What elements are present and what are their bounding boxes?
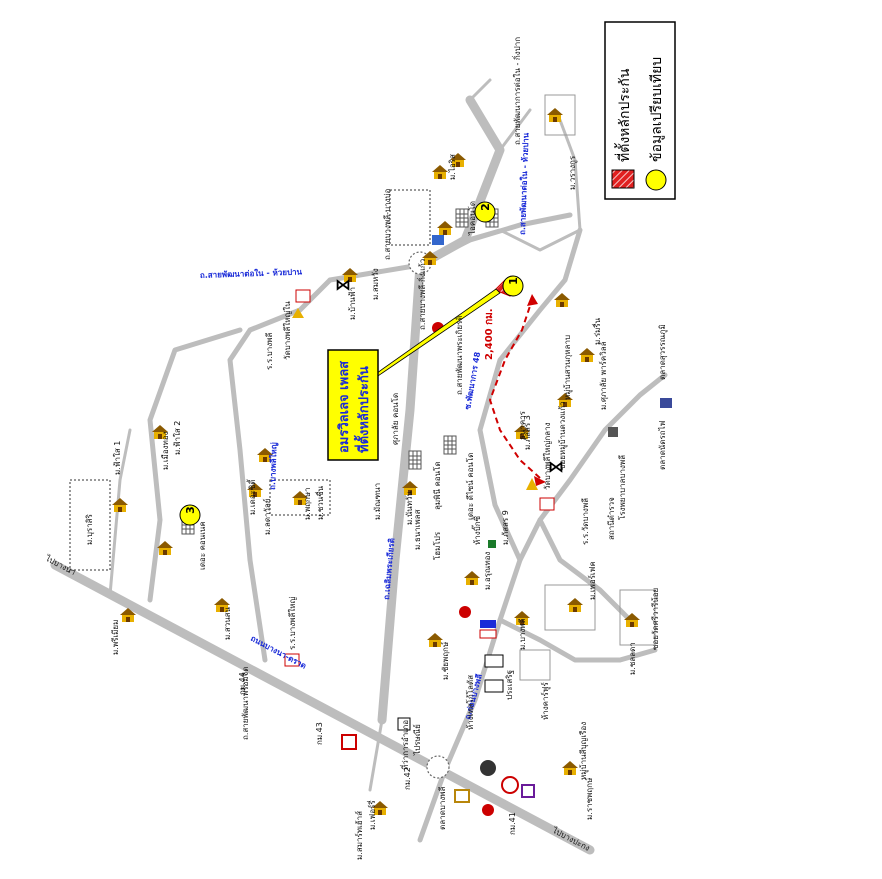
legend-comparison-swatch [645,169,667,191]
place-label: ห้างบิ๊กซี [471,515,482,545]
road-label-local-1: ถ.สายพัฒนาการต่อใน - กิ่งปาก [511,37,522,145]
callout-line2: ที่ตั้งหลักประกัน [353,366,372,453]
comparison-marker-3: 3 [179,504,201,526]
place-label: ม.ฟ้าใส 1 [113,441,122,475]
legend-label-comparison: ข้อมูลเปรียบเทียบ [649,57,665,162]
place-label: ม.บางพลี [518,618,527,650]
place-label: ม.ไอริส [448,154,457,180]
place-label: ม.พรีเมียม [111,620,120,655]
place-label: ห้างคาร์ฟูร์ [540,682,551,720]
place-label: ตลาดบางพลี [438,786,447,830]
road-label-huai-kwang: ถ.สายพัฒนาพระเกิยรติ [455,315,464,395]
road-label-to-bangpakong: ไปบางปะกง [550,825,591,853]
road-label-t-sapan: ถ.สายพัฒนาพร้อมจิต [241,667,250,740]
place-label: กม.43 [315,722,324,745]
place-label: ม.อรุณทอง [483,552,492,590]
place-label: ม.สวนสน [223,606,232,640]
svg-text:⋈: ⋈ [335,275,351,294]
callout-line1: อมรวิลเลจ เพลส [337,361,352,453]
place-label: ม.ศุภาลัย พาร์ควิลล์ [598,341,608,410]
place-label: ม.ฟ้าใส 2 [173,421,182,455]
place-label: ม.ลดาวัลย์ [262,499,272,536]
place-label: วัดบางพลีใหญ่กลาง [543,422,552,490]
place-label: โรงพยาบาลบางพลี [617,455,627,520]
legend: ที่ตั้งหลักประกัน ข้อมูลเปรียบเทียบ [604,21,676,200]
place-labels: ม.ศุภาลัย พาร์ควิลล์ ม.ร่มรื่น ม.บ้านฟ้า… [85,154,668,860]
place-label: กม.41 [508,812,517,835]
place-label: ซอยหมู่บ้านดวงแก้ว [558,401,568,470]
road-label-bangna-trad: ถนนบางนา-ตราด [249,634,308,671]
place-label: ม.นันทวัน [405,490,414,525]
place-label: ม.เมืองทอง [161,431,170,470]
place-label: โฮมโปร [432,531,442,560]
place-label: ธนาคาร [518,410,527,440]
place-label: วัดบางพลีใหญ่ใน [283,301,292,360]
place-label: ม.มัณฑนา [373,483,382,520]
marker-number: 1 [507,277,520,285]
place-label: ม.เฟอร์รี่ [366,800,377,830]
place-label: ลุมพินี คอนโด [432,461,442,510]
place-label: ร.ร.บางพลีใหญ่ [288,596,297,650]
svg-text:⋈: ⋈ [548,457,564,476]
legend-label-subject: ที่ตั้งหลักประกัน [614,68,633,162]
road-network [50,78,668,855]
place-label: ม.ร่มรื่น [591,317,602,345]
place-label: ม.บ้านฟ้า [348,287,357,320]
place-label: เดอะ คอนเนค [198,521,207,570]
road-label-local-2: ถ.สายพัฒนาต่อใน - ห้วยปาน [200,266,303,280]
place-label: ม.ภัสสร 3 [523,415,532,450]
marker-number: 2 [479,203,492,211]
distance-path [488,299,541,479]
place-label: กม.42 [403,767,412,790]
legend-subject-swatch [611,169,635,189]
road-label-t-sainam: ถ.สายบางพลี-กิ่งแก้ว [416,259,427,330]
place-label: ที่ว่าการอำเภอ [399,720,410,770]
road-label-bang-phli-yai: ถ.บางพลีใหญ่ [267,442,280,490]
place-label: ร.ร.วัดบางพลี [581,498,590,545]
road-label-to-bangna: ไปบางนา [43,553,77,577]
place-label: ตลาดนัดรถไฟ [658,420,667,470]
place-label: ตลาดสุวรรณภูมิ [658,324,668,380]
place-label: ม.ชัยพฤกษ์ [440,642,450,680]
poi-icons: ⋈ ⋈ [284,235,672,816]
place-label: ม.ธนาเพลส [413,509,422,550]
place-label: ม.สมาร์ทเฮ้าส์ [354,811,364,860]
place-label: ไปรษณีย์ [412,724,422,756]
place-label: ม.เพอร์เฟค [587,561,597,600]
place-label: หมู่บ้านสีบุญเรือง [579,722,589,780]
place-label: ม.ราชพฤกษ์ [584,778,594,820]
place-label: ห้างเทสโก้โลตัส [465,675,475,730]
road-label-soi-45: ซ.พัฒนาการ 48 [463,351,482,411]
roundabout-south [426,755,450,779]
place-label: ไอคอนโด [467,201,477,236]
road-label-local-3: ถ.สายพัฒนาต่อใน - ห้วยปาน [517,132,531,235]
comparison-marker-2: 2 [474,201,496,223]
subject-callout: อมรวิลเลจ เพลส ที่ตั้งหลักประกัน [327,349,379,461]
place-label: เดอะ ดีไซน์ คอนโด [465,453,475,520]
place-label: ม.ชลลดา [628,642,637,675]
place-label: ม.ชวนชื่น [314,485,325,520]
place-label: ม.ภัสสร 9 [501,510,510,545]
place-label: หมู่บ้านสวนกุหลาบ [563,335,573,400]
place-label: ม.พฤกษา [303,487,312,520]
place-label: ศุภาลัย คอนโด [390,393,400,445]
place-label: ม.เดอะซิตี้ [246,478,257,515]
marker-number: 3 [184,506,197,514]
place-label: กม.44 [238,672,247,695]
place-label: ประเสริฐ [505,670,514,700]
place-label: ร.ร.บางพลี [265,333,274,370]
place-label: ซอยวัดศรีวารีน้อย [651,588,660,650]
comparison-marker-1: 1 [502,275,524,297]
place-label: ม.บุราสิริ [85,513,94,545]
place-label: สถานีตำรวจ [607,497,616,540]
road-label-sainangsueng: ถ.สายบางพลี-บางบ่อ [383,188,392,260]
place-label: ม.วรางกูร [568,155,578,190]
distance-label: 2,400 กม. [484,308,495,360]
place-label: ม.สมหวัง [371,268,380,300]
